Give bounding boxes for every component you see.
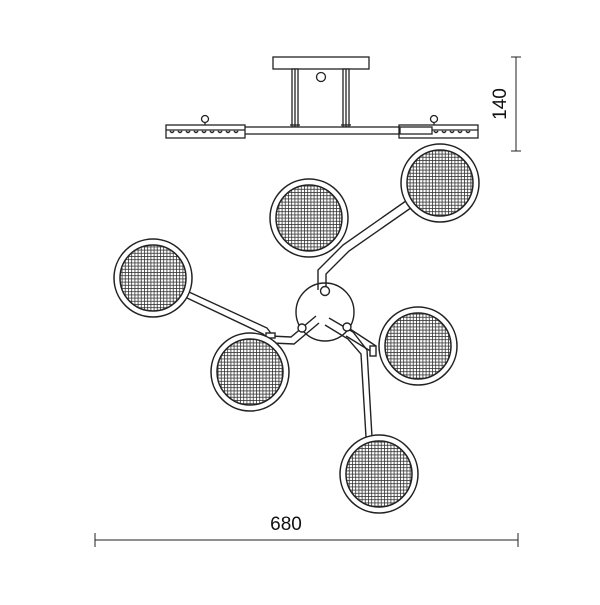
shade-top-center — [269, 178, 349, 258]
left-shade-profile — [165, 114, 246, 139]
shade-tooth — [193, 130, 199, 134]
side-arm-bar — [243, 126, 413, 135]
shade-tooth — [449, 130, 455, 134]
shade-tooth — [185, 130, 191, 134]
right-shade-teeth — [433, 130, 471, 134]
shade-tooth — [217, 130, 223, 134]
socket-right — [369, 345, 377, 357]
arm-right-stub — [345, 328, 377, 353]
joint-right — [342, 322, 352, 332]
shade-lower-left — [210, 332, 290, 412]
canopy-screw — [315, 71, 327, 83]
center-screw — [319, 285, 331, 297]
left-shade-teeth — [169, 130, 239, 134]
shade-left — [113, 238, 193, 318]
width-dimension — [94, 533, 519, 547]
shade-tooth — [169, 130, 175, 134]
arm-lower — [324, 317, 373, 438]
shade-right — [378, 306, 458, 386]
shade-tooth — [233, 130, 239, 134]
shade-tooth — [225, 130, 231, 134]
shade-tooth — [457, 130, 463, 134]
central-canopy — [295, 282, 355, 342]
right-shade-bar-overlap — [399, 126, 433, 135]
shade-tooth — [465, 130, 471, 134]
arm-lower-left — [269, 315, 320, 345]
joint-left — [297, 323, 307, 333]
shade-tooth — [209, 130, 215, 134]
height-dimension — [511, 56, 521, 152]
shade-tooth — [201, 130, 207, 134]
arm-upper-right — [317, 195, 419, 294]
arm-left — [186, 291, 274, 341]
shade-tooth — [441, 130, 447, 134]
height-dimension-label: 140 — [490, 88, 511, 120]
shade-tooth — [433, 130, 439, 134]
shade-top-right — [400, 143, 480, 223]
shades — [113, 143, 480, 514]
ceiling-canopy — [272, 56, 370, 70]
shade-bottom — [339, 434, 419, 514]
width-dimension-label: 680 — [270, 514, 302, 535]
shade-tooth — [177, 130, 183, 134]
side-view — [165, 56, 479, 139]
